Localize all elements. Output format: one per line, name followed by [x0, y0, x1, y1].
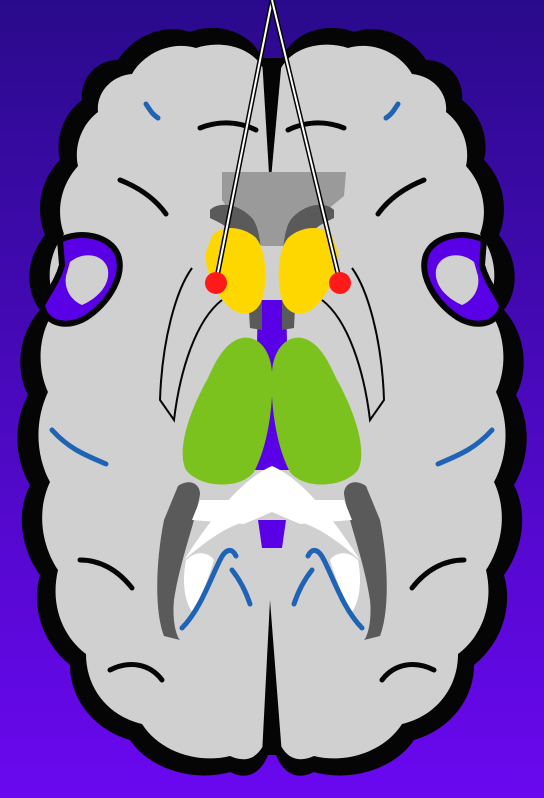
left-electrode [205, 272, 227, 294]
right-electrode [329, 272, 351, 294]
splenium-midline [258, 520, 286, 548]
